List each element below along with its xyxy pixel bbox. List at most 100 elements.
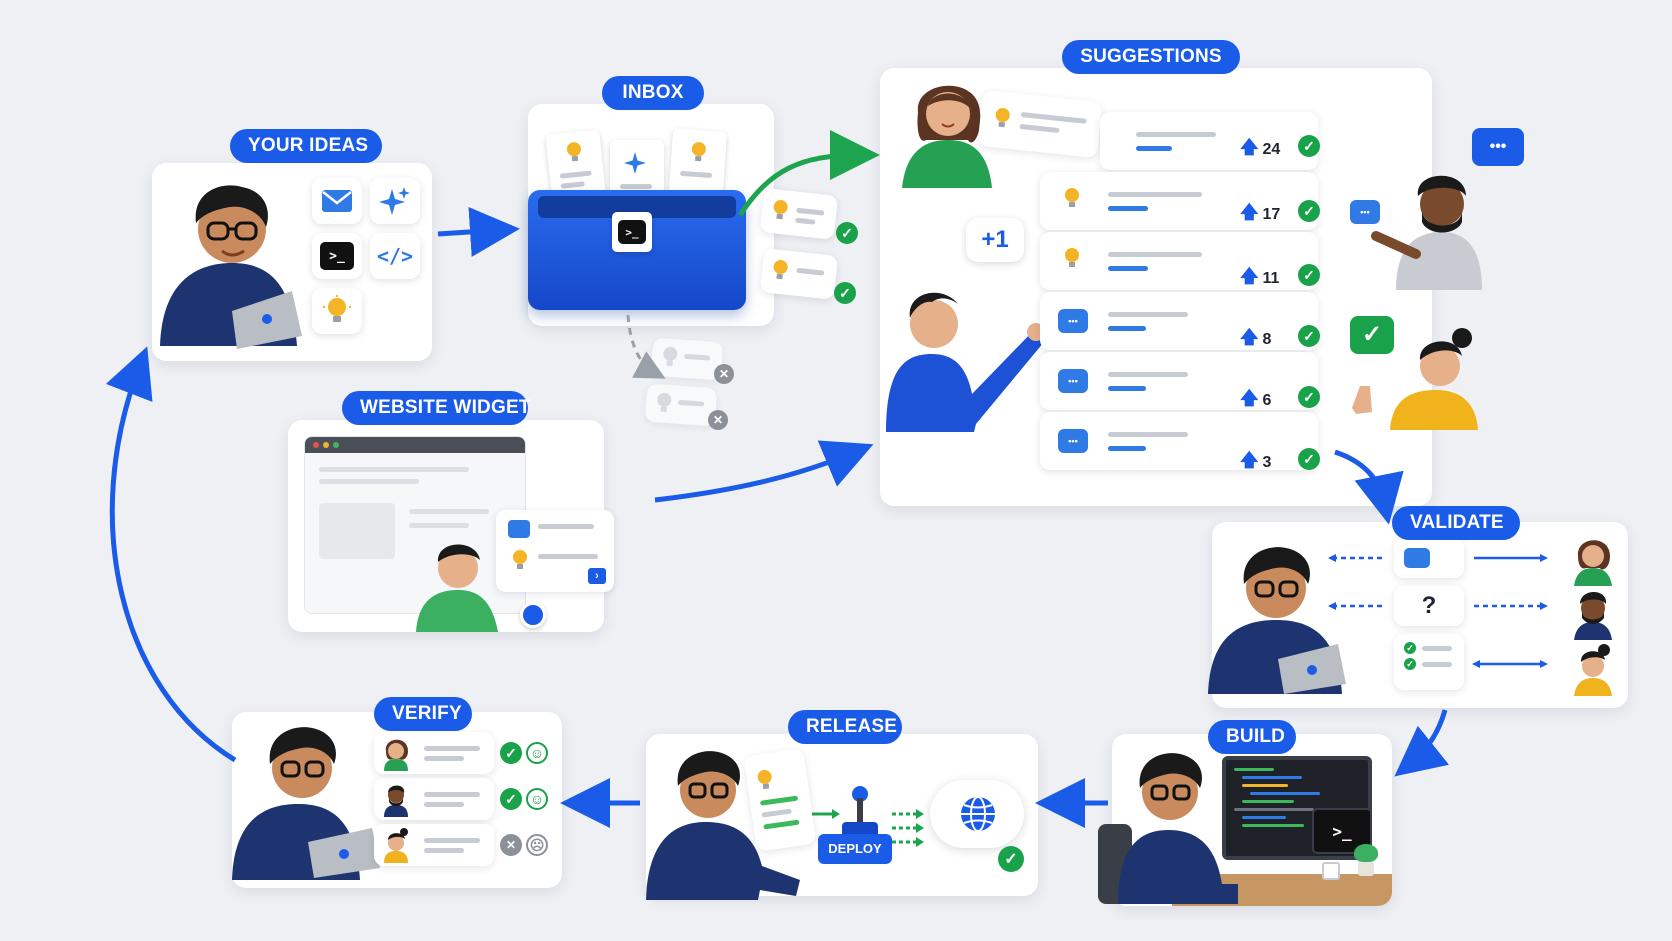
visitor-illustration: [416, 544, 498, 632]
developer-illustration: [646, 751, 800, 900]
chat-icon: •••: [1058, 369, 1088, 393]
validate-comment-item[interactable]: [1394, 538, 1464, 578]
verify-feedback-row[interactable]: [374, 824, 494, 866]
arrow-ideas-to-inbox: [437, 206, 520, 257]
validate-question-item[interactable]: ?: [1394, 586, 1464, 626]
suggestion-row[interactable]: •••: [1040, 292, 1318, 350]
terminal-icon: >_: [312, 233, 362, 279]
approved-check-icon: ✓: [834, 282, 856, 304]
happy-face-icon: ☺: [526, 742, 548, 764]
validate-checklist-item[interactable]: ✓ ✓: [1394, 634, 1464, 690]
browser-window: [304, 436, 526, 614]
lightbulb-icon: [1065, 248, 1079, 267]
verify-feedback-row[interactable]: [374, 732, 494, 774]
approved-check-icon: ✓: [1298, 386, 1320, 408]
mail-icon: [312, 178, 362, 224]
man-commenting-illustration: [1371, 175, 1482, 290]
suggestion-row[interactable]: •••: [1040, 412, 1318, 470]
upvote-arrow-icon: 🡅: [1240, 327, 1259, 347]
approved-check-icon: ✓: [1298, 200, 1320, 222]
rejected-x-icon: ✕: [708, 410, 728, 430]
speech-bubble-icon: •••: [1472, 128, 1524, 166]
image-placeholder: [319, 503, 395, 559]
lightbulb-icon: [773, 200, 788, 220]
approved-check-icon: ✓: [1298, 264, 1320, 286]
inbox-note: [545, 129, 609, 227]
vote-count[interactable]: 🡅3: [1240, 448, 1271, 478]
widget-launcher-button[interactable]: [520, 602, 546, 628]
rejected-item: [644, 383, 718, 427]
sparkle-icon: [370, 178, 420, 224]
developer-illustration: [232, 727, 380, 880]
verify-feedback-row[interactable]: [374, 778, 494, 820]
checklist-check-icon: ✓: [1404, 658, 1416, 670]
arrow-validate-to-build: [1394, 709, 1450, 777]
deploy-arrows: [812, 809, 924, 847]
chat-icon: •••: [1058, 429, 1088, 453]
plus-one-bubble: +1: [966, 218, 1024, 262]
vote-count[interactable]: 🡅24: [1240, 135, 1280, 165]
checklist-check-icon: ✓: [1404, 642, 1416, 654]
arrow-suggestions-to-validate: [1334, 449, 1404, 525]
arrow-widget-to-suggestions: [654, 440, 874, 503]
woman-voter-illustration: [902, 85, 992, 188]
release-notes-card: [743, 748, 817, 852]
vote-count[interactable]: 🡅8: [1240, 325, 1271, 355]
suggestion-note: [977, 89, 1103, 159]
globe-icon: [961, 796, 995, 832]
accepted-item: [759, 188, 839, 240]
build-card: >_: [1098, 734, 1392, 906]
chat-icon: •••: [1058, 309, 1088, 333]
vote-count[interactable]: 🡅6: [1240, 386, 1271, 416]
suggestion-row[interactable]: [1040, 232, 1318, 290]
release-card: DEPLOY ✓: [646, 734, 1038, 900]
verify-card: ✓ ☺ ✓ ☺ ✕ ☹: [232, 712, 562, 888]
stage-label-inbox: INBOX: [602, 76, 704, 110]
stage-label-suggestions: SUGGESTIONS: [1062, 40, 1240, 74]
man-upvoting-illustration: [886, 292, 1044, 432]
approved-check-icon: ✓: [1298, 135, 1320, 157]
suggestion-row[interactable]: [1100, 112, 1318, 170]
mug: [1322, 862, 1340, 880]
lightbulb-icon: [1065, 188, 1079, 207]
terminal-icon: >_: [618, 220, 646, 244]
validation-arrows: [1328, 554, 1548, 668]
vote-count[interactable]: 🡅11: [1240, 264, 1279, 294]
woman-avatar: [1574, 540, 1612, 586]
suggestion-row[interactable]: •••: [1040, 352, 1318, 410]
browser-dot-yellow: [323, 442, 329, 448]
lightbulb-icon: [757, 769, 772, 790]
inbox-note: >_: [612, 212, 652, 252]
stage-label-website-widget: WEBSITE WIDGET: [342, 391, 530, 425]
thumbs-up-check-icon: ✓: [1350, 316, 1394, 354]
stage-label-your-ideas: YOUR IDEAS: [230, 129, 382, 163]
upvote-arrow-icon: 🡅: [1240, 266, 1259, 286]
lightbulb-icon: [995, 108, 1010, 128]
vote-count[interactable]: 🡅17: [1240, 200, 1280, 230]
deploy-success-check-icon: ✓: [998, 846, 1024, 872]
man-avatar: [1574, 592, 1612, 640]
lightbulb-icon: [657, 392, 672, 413]
suggestion-row[interactable]: [1040, 172, 1318, 230]
sad-face-icon: ☹: [526, 834, 548, 856]
question-mark: ?: [1421, 592, 1437, 619]
suggestions-card: +1 ••• ••• •••: [880, 68, 1432, 506]
woman-approving-illustration: [1352, 328, 1478, 430]
approved-check-icon: ✓: [1298, 448, 1320, 470]
submit-button[interactable]: ›: [588, 568, 606, 584]
feedback-widget-popup[interactable]: ›: [496, 510, 614, 592]
woman-avatar: [1574, 644, 1612, 696]
accepted-item: [759, 248, 839, 300]
comment-icon: [508, 520, 530, 538]
lightbulb-icon: [513, 550, 527, 569]
chat-icon: •••: [1350, 200, 1380, 224]
lightbulb-icon: [691, 142, 706, 162]
upvote-arrow-icon: 🡅: [1240, 202, 1259, 222]
deploy-button[interactable]: DEPLOY: [818, 834, 892, 864]
lightbulb-icon: [566, 142, 581, 162]
lightbulb-icon: [773, 260, 788, 280]
woman-avatar: [384, 739, 408, 771]
website-widget-card: ›: [288, 420, 614, 632]
sparkle-icon: [624, 152, 646, 174]
